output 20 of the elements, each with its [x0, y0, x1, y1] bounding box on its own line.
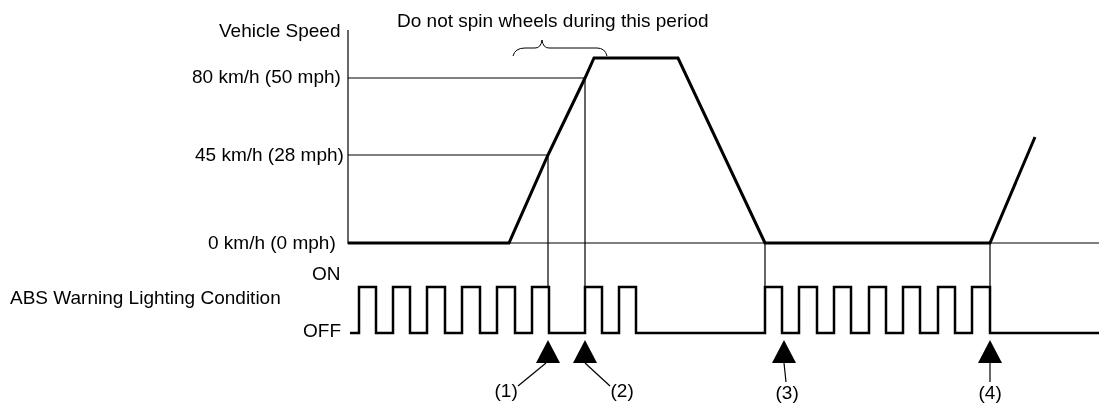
triangle-marker [536, 340, 560, 363]
callout-number: (4) [978, 382, 1002, 404]
triangle-marker [978, 340, 1002, 363]
leader-line [584, 362, 611, 387]
callout-number: (2) [610, 380, 634, 402]
axis-tick-label: 0 km/h (0 mph) [208, 232, 336, 254]
axis-title: Vehicle Speed [219, 20, 341, 42]
state-label: ON [312, 263, 341, 285]
leader-line [783, 362, 787, 383]
callout-number: (1) [494, 380, 518, 402]
triangle-marker [772, 340, 796, 363]
note-text: Do not spin wheels during this period [397, 10, 709, 32]
leader-line [989, 362, 991, 383]
axis-tick-label: 80 km/h (50 mph) [192, 66, 341, 88]
state-label: OFF [303, 320, 341, 342]
axis-tick-label: 45 km/h (28 mph) [195, 144, 344, 166]
signal-name: ABS Warning Lighting Condition [10, 286, 282, 310]
leader-line [517, 362, 547, 387]
triangle-marker [573, 340, 597, 363]
callout-number: (3) [775, 382, 799, 404]
